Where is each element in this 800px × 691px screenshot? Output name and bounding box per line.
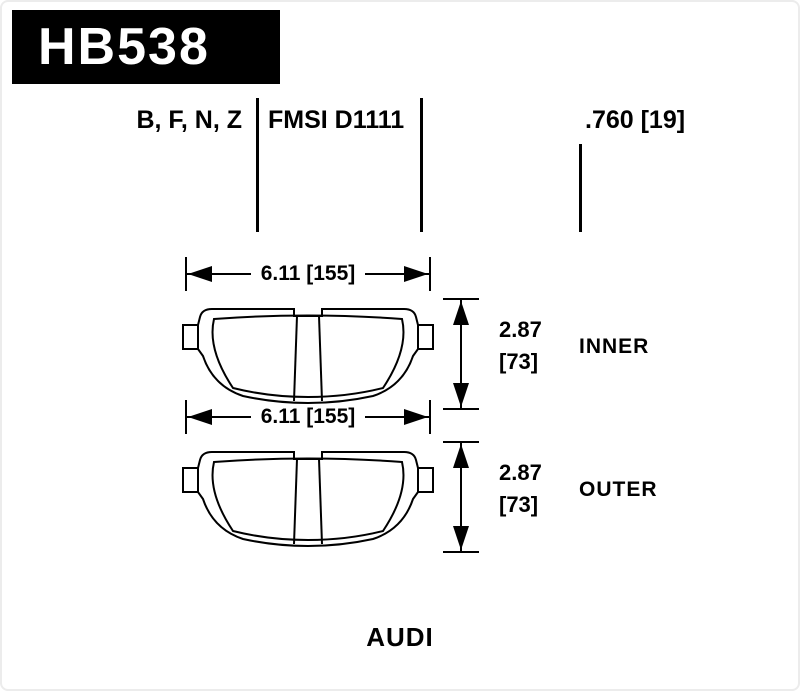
spec-divider-line: [420, 98, 423, 232]
thickness-mm-outer: [73]: [499, 492, 539, 517]
compound-codes: B, F, N, Z: [136, 106, 242, 134]
thickness-dimension-arrow-inner: [443, 298, 479, 410]
pad-thickness-spec: .760 [19]: [585, 106, 686, 134]
fmsi-number: FMSI D1111: [268, 106, 405, 134]
thickness-inches-inner: 2.87: [499, 317, 542, 342]
thickness-dimension-arrow-outer: [443, 441, 479, 553]
vehicle-make-label: AUDI: [366, 622, 434, 652]
pad-position-label-inner: INNER: [579, 335, 650, 358]
spec-divider-line: [579, 144, 582, 232]
brake-pad-outline-inner: [182, 308, 434, 405]
width-dimension-inner: 6.11 [155]: [185, 257, 431, 291]
width-dimension-arrow-icon: [185, 257, 431, 291]
part-number-box: HB538: [12, 10, 280, 84]
part-number: HB538: [38, 18, 210, 76]
pad-position-label-outer: OUTER: [579, 478, 658, 501]
brake-pad-outline-outer: [182, 451, 434, 548]
thickness-inches-outer: 2.87: [499, 460, 542, 485]
width-dimension-arrow-icon: [185, 400, 431, 434]
width-dimension-outer: 6.11 [155]: [185, 400, 431, 434]
spec-divider-line: [256, 98, 259, 232]
thickness-mm-inner: [73]: [499, 349, 539, 374]
